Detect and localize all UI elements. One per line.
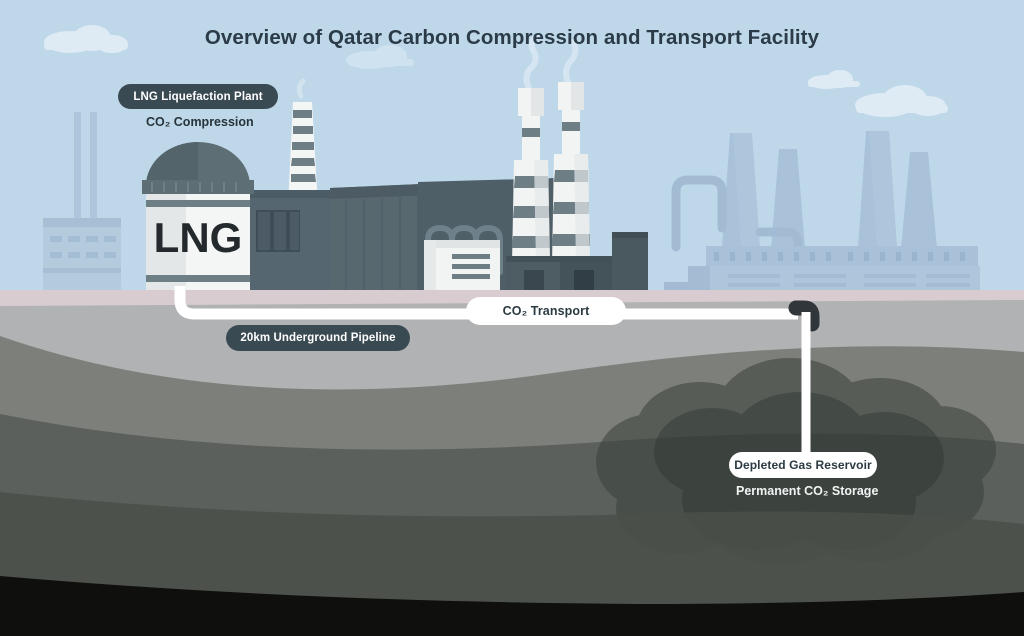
label-permanent-co2-storage: Permanent CO₂ Storage (736, 484, 878, 498)
twin-chimneys (506, 82, 614, 294)
label-text: CO₂ Transport (502, 304, 590, 318)
label-underground-pipeline[interactable]: 20km Underground Pipeline (226, 325, 410, 351)
cloud-icon (855, 85, 948, 117)
cloud-group (44, 25, 948, 117)
control-building (424, 240, 500, 294)
label-co2-transport[interactable]: CO₂ Transport (466, 297, 626, 325)
label-text: LNG Liquefaction Plant (133, 90, 263, 103)
label-co2-compression: CO₂ Compression (146, 115, 254, 129)
background-plant-left (43, 112, 121, 294)
lng-tank-label: LNG (154, 214, 243, 261)
plant-building-right (612, 232, 648, 294)
label-text: CO₂ Compression (146, 115, 254, 129)
chimney-left (512, 88, 550, 264)
cloud-icon (44, 25, 128, 53)
label-depleted-gas-reservoir[interactable]: Depleted Gas Reservoir (729, 452, 877, 478)
background-plant-right (664, 131, 980, 294)
label-text: Depleted Gas Reservoir (734, 458, 872, 472)
pipe-elbow-joint (788, 300, 820, 332)
strata-layer-5 (0, 576, 1024, 636)
label-text: 20km Underground Pipeline (240, 332, 396, 344)
label-text: Permanent CO₂ Storage (736, 484, 879, 498)
striped-chimney (288, 102, 318, 206)
underground-pipeline (174, 286, 798, 320)
cloud-icon (346, 45, 414, 69)
plant-building-left (246, 190, 332, 294)
label-lng-liquefaction-plant[interactable]: LNG Liquefaction Plant (118, 84, 278, 109)
page-title: Overview of Qatar Carbon Compression and… (204, 26, 820, 49)
lng-tank: LNG (142, 142, 254, 292)
smoke-plume-group (296, 34, 579, 99)
cloud-icon (808, 70, 860, 89)
chimney-right (552, 82, 590, 264)
